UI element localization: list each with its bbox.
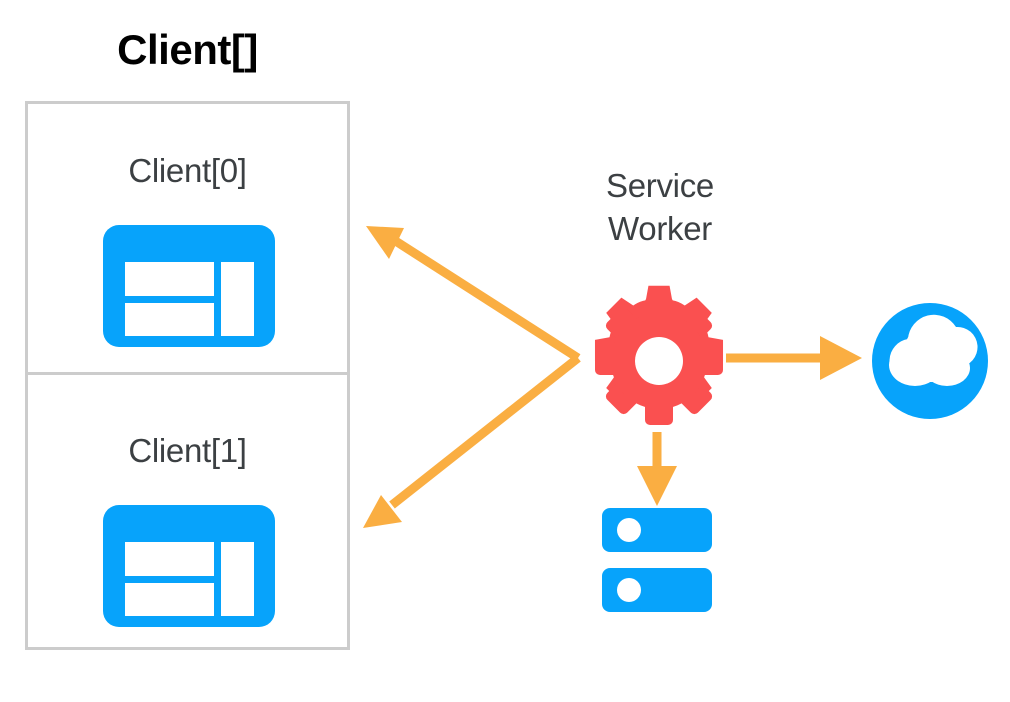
cloud-icon [889, 314, 978, 386]
service-worker-label-line-2: Worker [608, 209, 712, 247]
client-1-label: Client[1] [128, 432, 247, 469]
page-title: Client[] [117, 26, 258, 73]
browser-pane-left-bottom [125, 583, 214, 616]
arrow-service-worker-to-client-0 [366, 226, 581, 362]
client-0-label: Client[0] [128, 152, 247, 189]
service-worker-label-line-1: Service [606, 167, 714, 204]
service-worker-label: Service Worker [540, 165, 780, 251]
client-cell-1[interactable]: Client[1] [28, 375, 347, 647]
server-unit-1 [602, 568, 712, 612]
browser-pane-left-top [125, 542, 214, 576]
server-stack-icon [602, 508, 712, 612]
browser-pane-right [221, 542, 254, 616]
arrow-service-worker-to-client-1 [363, 354, 581, 528]
browser-pane-left-top [125, 262, 214, 296]
browser-window-icon [103, 225, 275, 347]
arrow-service-worker-to-database [637, 432, 677, 506]
server-unit-0 [602, 508, 712, 552]
gear-icon [594, 285, 724, 425]
browser-pane-left-bottom [125, 303, 214, 336]
client-cell-0[interactable]: Client[0] [28, 104, 347, 375]
arrow-service-worker-to-cloud [726, 336, 862, 380]
client-array-container: Client[0] Client[1] [25, 101, 350, 650]
server-led-icon [617, 578, 641, 602]
browser-window-icon [103, 505, 275, 627]
server-led-icon [617, 518, 641, 542]
browser-pane-right [221, 262, 254, 336]
